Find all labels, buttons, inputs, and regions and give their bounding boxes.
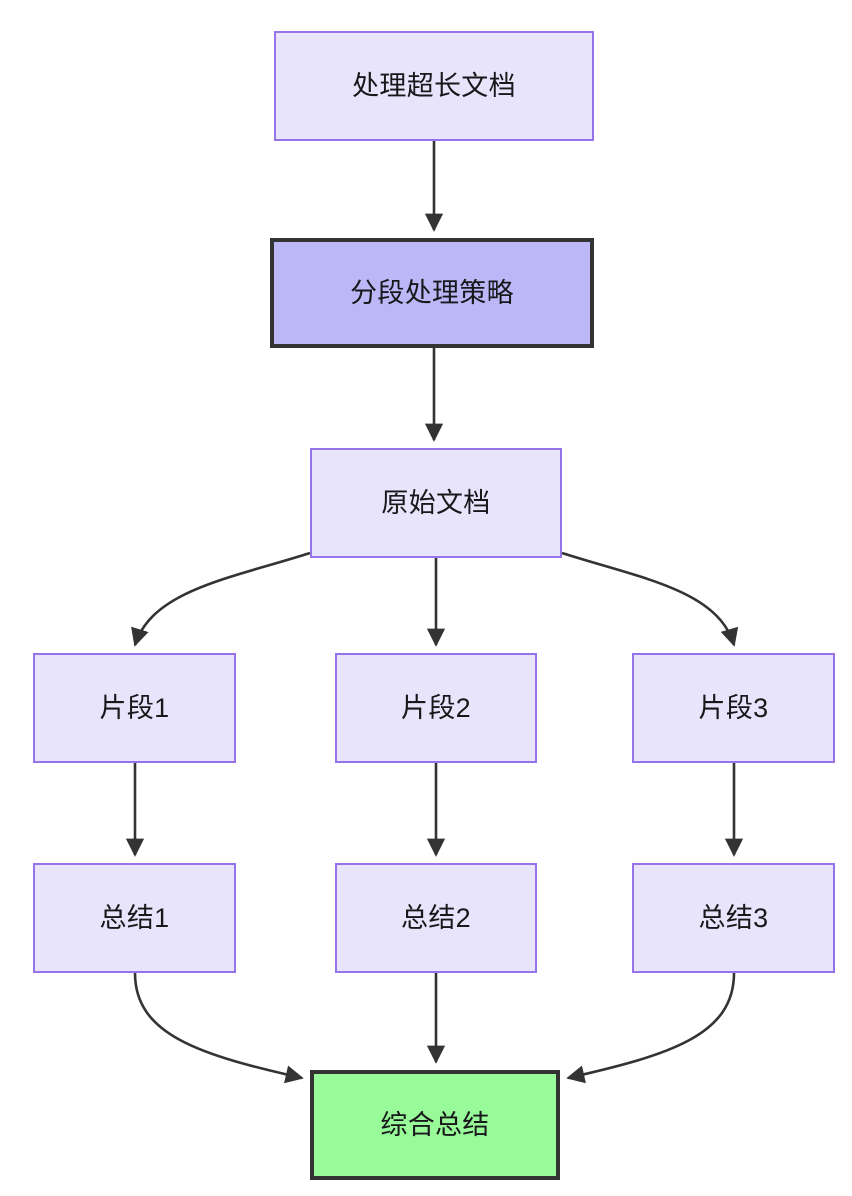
node-summary-1-label: 总结1 [99, 902, 170, 933]
node-summary-1[interactable]: 总结1 [33, 863, 236, 973]
node-fragment-2[interactable]: 片段2 [335, 653, 537, 763]
node-fragment-1[interactable]: 片段1 [33, 653, 236, 763]
node-final-summary[interactable]: 综合总结 [310, 1070, 560, 1180]
node-source-doc[interactable]: 原始文档 [310, 448, 562, 558]
node-fragment-2-label: 片段2 [401, 692, 471, 723]
node-fragment-3[interactable]: 片段3 [632, 653, 835, 763]
node-summary-3[interactable]: 总结3 [632, 863, 835, 973]
node-summary-2-label: 总结2 [401, 902, 471, 933]
edge-summary-3-to-final-summary [566, 972, 736, 1084]
node-chunk-strategy-label: 分段处理策略 [350, 277, 514, 308]
node-summary-2[interactable]: 总结2 [335, 863, 537, 973]
node-final-summary-label: 综合总结 [380, 1109, 490, 1140]
edge-source-doc-to-fragment-3 [561, 551, 739, 647]
node-source-doc-label: 原始文档 [381, 487, 491, 518]
node-doc-task[interactable]: 处理超长文档 [274, 31, 594, 141]
edge-summary-1-to-final-summary [133, 972, 304, 1084]
edge-source-doc-to-fragment-1 [131, 551, 311, 647]
node-fragment-1-label: 片段1 [99, 692, 170, 723]
node-doc-task-label: 处理超长文档 [352, 70, 516, 101]
node-summary-3-label: 总结3 [698, 902, 769, 933]
node-fragment-3-label: 片段3 [698, 692, 769, 723]
node-chunk-strategy[interactable]: 分段处理策略 [270, 238, 594, 348]
